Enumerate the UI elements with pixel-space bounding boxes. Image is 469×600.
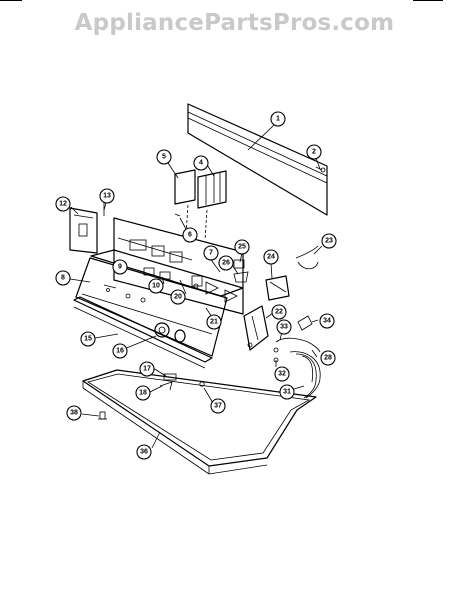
callout-28: 28	[320, 350, 336, 366]
svg-text:32: 32	[278, 371, 286, 378]
svg-text:36: 36	[140, 449, 148, 456]
callout-37: 37	[210, 398, 226, 414]
part-4-5-bracket-drawing	[174, 169, 227, 209]
svg-text:8: 8	[61, 275, 65, 282]
svg-text:18: 18	[139, 390, 147, 397]
callout-4: 4	[193, 155, 209, 171]
callout-15: 15	[80, 331, 96, 347]
callout-31: 31	[279, 384, 295, 400]
part-1-rear-panel-drawing	[187, 103, 328, 216]
callout-10: 10	[148, 278, 164, 294]
part-28-wiring-drawing	[275, 337, 321, 353]
part-31-harness-drawing	[289, 351, 321, 399]
callout-26: 26	[218, 255, 234, 271]
part-23-harness-drawing	[295, 245, 319, 270]
callout-20: 20	[170, 289, 186, 305]
svg-text:20: 20	[174, 294, 182, 301]
svg-text:23: 23	[325, 238, 333, 245]
svg-text:21: 21	[210, 319, 218, 326]
leader-lines	[69, 124, 323, 449]
callout-9: 9	[112, 259, 128, 275]
callout-8: 8	[55, 270, 71, 286]
watermark: AppliancePartsPros.com	[74, 10, 395, 36]
callout-23: 23	[321, 233, 337, 249]
svg-text:15: 15	[84, 336, 92, 343]
svg-text:13: 13	[103, 193, 111, 200]
part-36-top-cover-drawing	[82, 369, 317, 475]
part-38-leveling-leg-drawing	[98, 411, 107, 420]
callout-16: 16	[112, 343, 128, 359]
callout-7: 7	[203, 245, 219, 261]
callout-17: 17	[139, 361, 155, 377]
svg-text:24: 24	[267, 254, 275, 261]
part-25-component-drawing	[233, 259, 245, 269]
callout-38: 38	[66, 405, 82, 421]
callout-5: 5	[156, 149, 172, 165]
top-left-rule	[0, 0, 22, 1]
svg-text:22: 22	[275, 309, 283, 316]
callout-18: 18	[135, 385, 151, 401]
part-37-screw-drawing	[199, 381, 205, 387]
callout-36: 36	[136, 444, 152, 460]
callout-6: 6	[182, 227, 198, 243]
svg-text:17: 17	[143, 366, 151, 373]
part-34-bracket-drawing	[297, 315, 313, 331]
part-8-console-drawing	[75, 257, 228, 357]
svg-text:34: 34	[323, 318, 331, 325]
svg-text:2: 2	[312, 149, 316, 156]
part-26-component-drawing	[233, 271, 249, 283]
part-12-end-cap-drawing	[69, 207, 98, 254]
svg-text:12: 12	[59, 201, 67, 208]
part-7-control-panel-drawing	[90, 217, 244, 315]
svg-text:33: 33	[280, 324, 288, 331]
switch-knobs-drawing	[143, 267, 199, 289]
svg-text:38: 38	[70, 410, 78, 417]
callout-32: 32	[274, 366, 290, 382]
callout-33: 33	[276, 319, 292, 335]
part-22-bracket-drawing	[243, 305, 269, 351]
callout-2: 2	[306, 144, 322, 160]
callout-12: 12	[55, 196, 71, 212]
part-17-clip-drawing	[163, 373, 177, 381]
part-24-timer-drawing	[265, 275, 290, 301]
svg-text:9: 9	[118, 264, 122, 271]
callout-21: 21	[206, 314, 222, 330]
svg-text:5: 5	[162, 154, 166, 161]
svg-text:7: 7	[209, 250, 213, 257]
callout-34: 34	[319, 313, 335, 329]
svg-text:1: 1	[276, 116, 280, 123]
part-18-clip-drawing	[159, 381, 173, 391]
svg-text:28: 28	[324, 355, 332, 362]
top-right-rule	[413, 0, 443, 1]
part-2-screw-drawing	[315, 166, 326, 173]
callout-22: 22	[271, 304, 287, 320]
callout-1: 1	[270, 111, 286, 127]
callout-25: 25	[234, 239, 250, 255]
svg-text:4: 4	[199, 160, 203, 167]
svg-text:26: 26	[222, 260, 230, 267]
svg-text:31: 31	[283, 389, 291, 396]
part-15-trim-drawing	[73, 296, 213, 369]
svg-text:16: 16	[116, 348, 124, 355]
callout-13: 13	[99, 188, 115, 204]
svg-text:6: 6	[188, 232, 192, 239]
svg-text:37: 37	[214, 403, 222, 410]
svg-text:10: 10	[152, 283, 160, 290]
callout-24: 24	[263, 249, 279, 265]
svg-text:25: 25	[238, 244, 246, 251]
